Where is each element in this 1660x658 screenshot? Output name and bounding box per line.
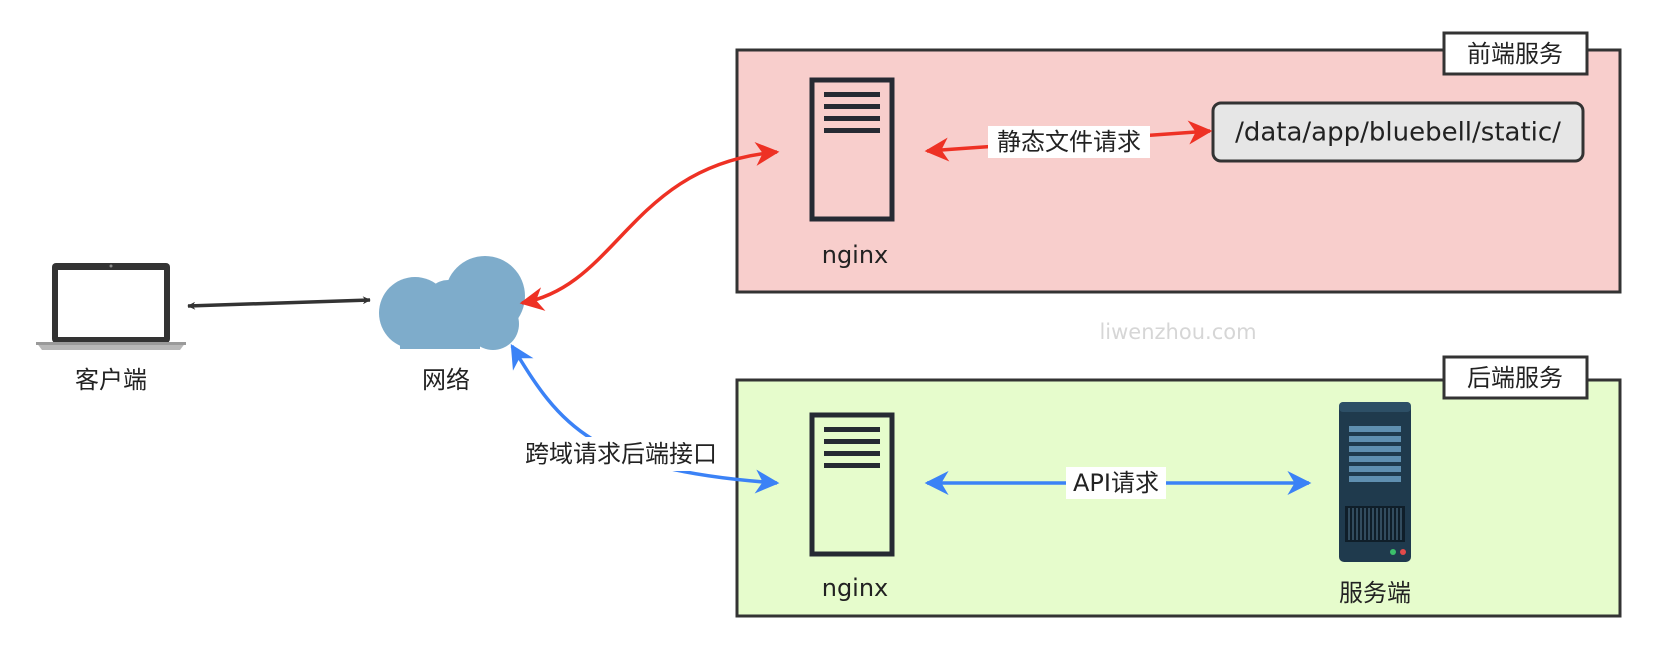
nginx-back-node: nginx <box>809 412 895 602</box>
network-frontend-edge <box>519 141 780 311</box>
nginx-back-label: nginx <box>822 574 889 602</box>
frontend-group-tag <box>1442 31 1589 76</box>
frontend-group-title: 前端服务 <box>1467 40 1563 68</box>
client-label: 客户端 <box>75 366 147 394</box>
static-path-box <box>1211 101 1585 163</box>
cors-request-label-bg <box>515 437 727 471</box>
server-rack-icon <box>1339 402 1411 562</box>
backend-group-box <box>735 378 1622 618</box>
client-network-edge <box>187 296 371 310</box>
cors-request-label: 跨域请求后端接口 <box>525 440 717 468</box>
client-node: 客户端 <box>36 263 186 394</box>
frontend-group-box <box>735 48 1622 294</box>
api-request-label-bg <box>1066 467 1166 499</box>
server-label: 服务端 <box>1339 579 1411 607</box>
nginx-front-node: nginx <box>809 77 895 269</box>
server-doc-icon <box>809 412 895 557</box>
watermark: liwenzhou.com <box>1099 320 1256 344</box>
static-path-node: /data/app/bluebell/static/ <box>1211 101 1585 163</box>
server-doc-icon <box>809 77 895 222</box>
static-request-label: 静态文件请求 <box>997 128 1141 156</box>
static-request-label-bg <box>988 126 1150 158</box>
cloud-icon <box>379 256 525 350</box>
backend-group-tag <box>1442 355 1589 400</box>
static-path-label: /data/app/bluebell/static/ <box>1235 118 1561 148</box>
network-label: 网络 <box>422 366 470 394</box>
backend-group: 后端服务 <box>735 355 1622 618</box>
api-request-label: API请求 <box>1073 469 1159 497</box>
backend-group-title: 后端服务 <box>1467 364 1563 392</box>
server-node: 服务端 <box>1339 402 1411 607</box>
laptop-icon <box>36 263 186 350</box>
frontend-group: 前端服务 <box>735 31 1622 294</box>
nginx-front-label: nginx <box>822 241 889 269</box>
network-node: 网络 <box>379 256 525 394</box>
